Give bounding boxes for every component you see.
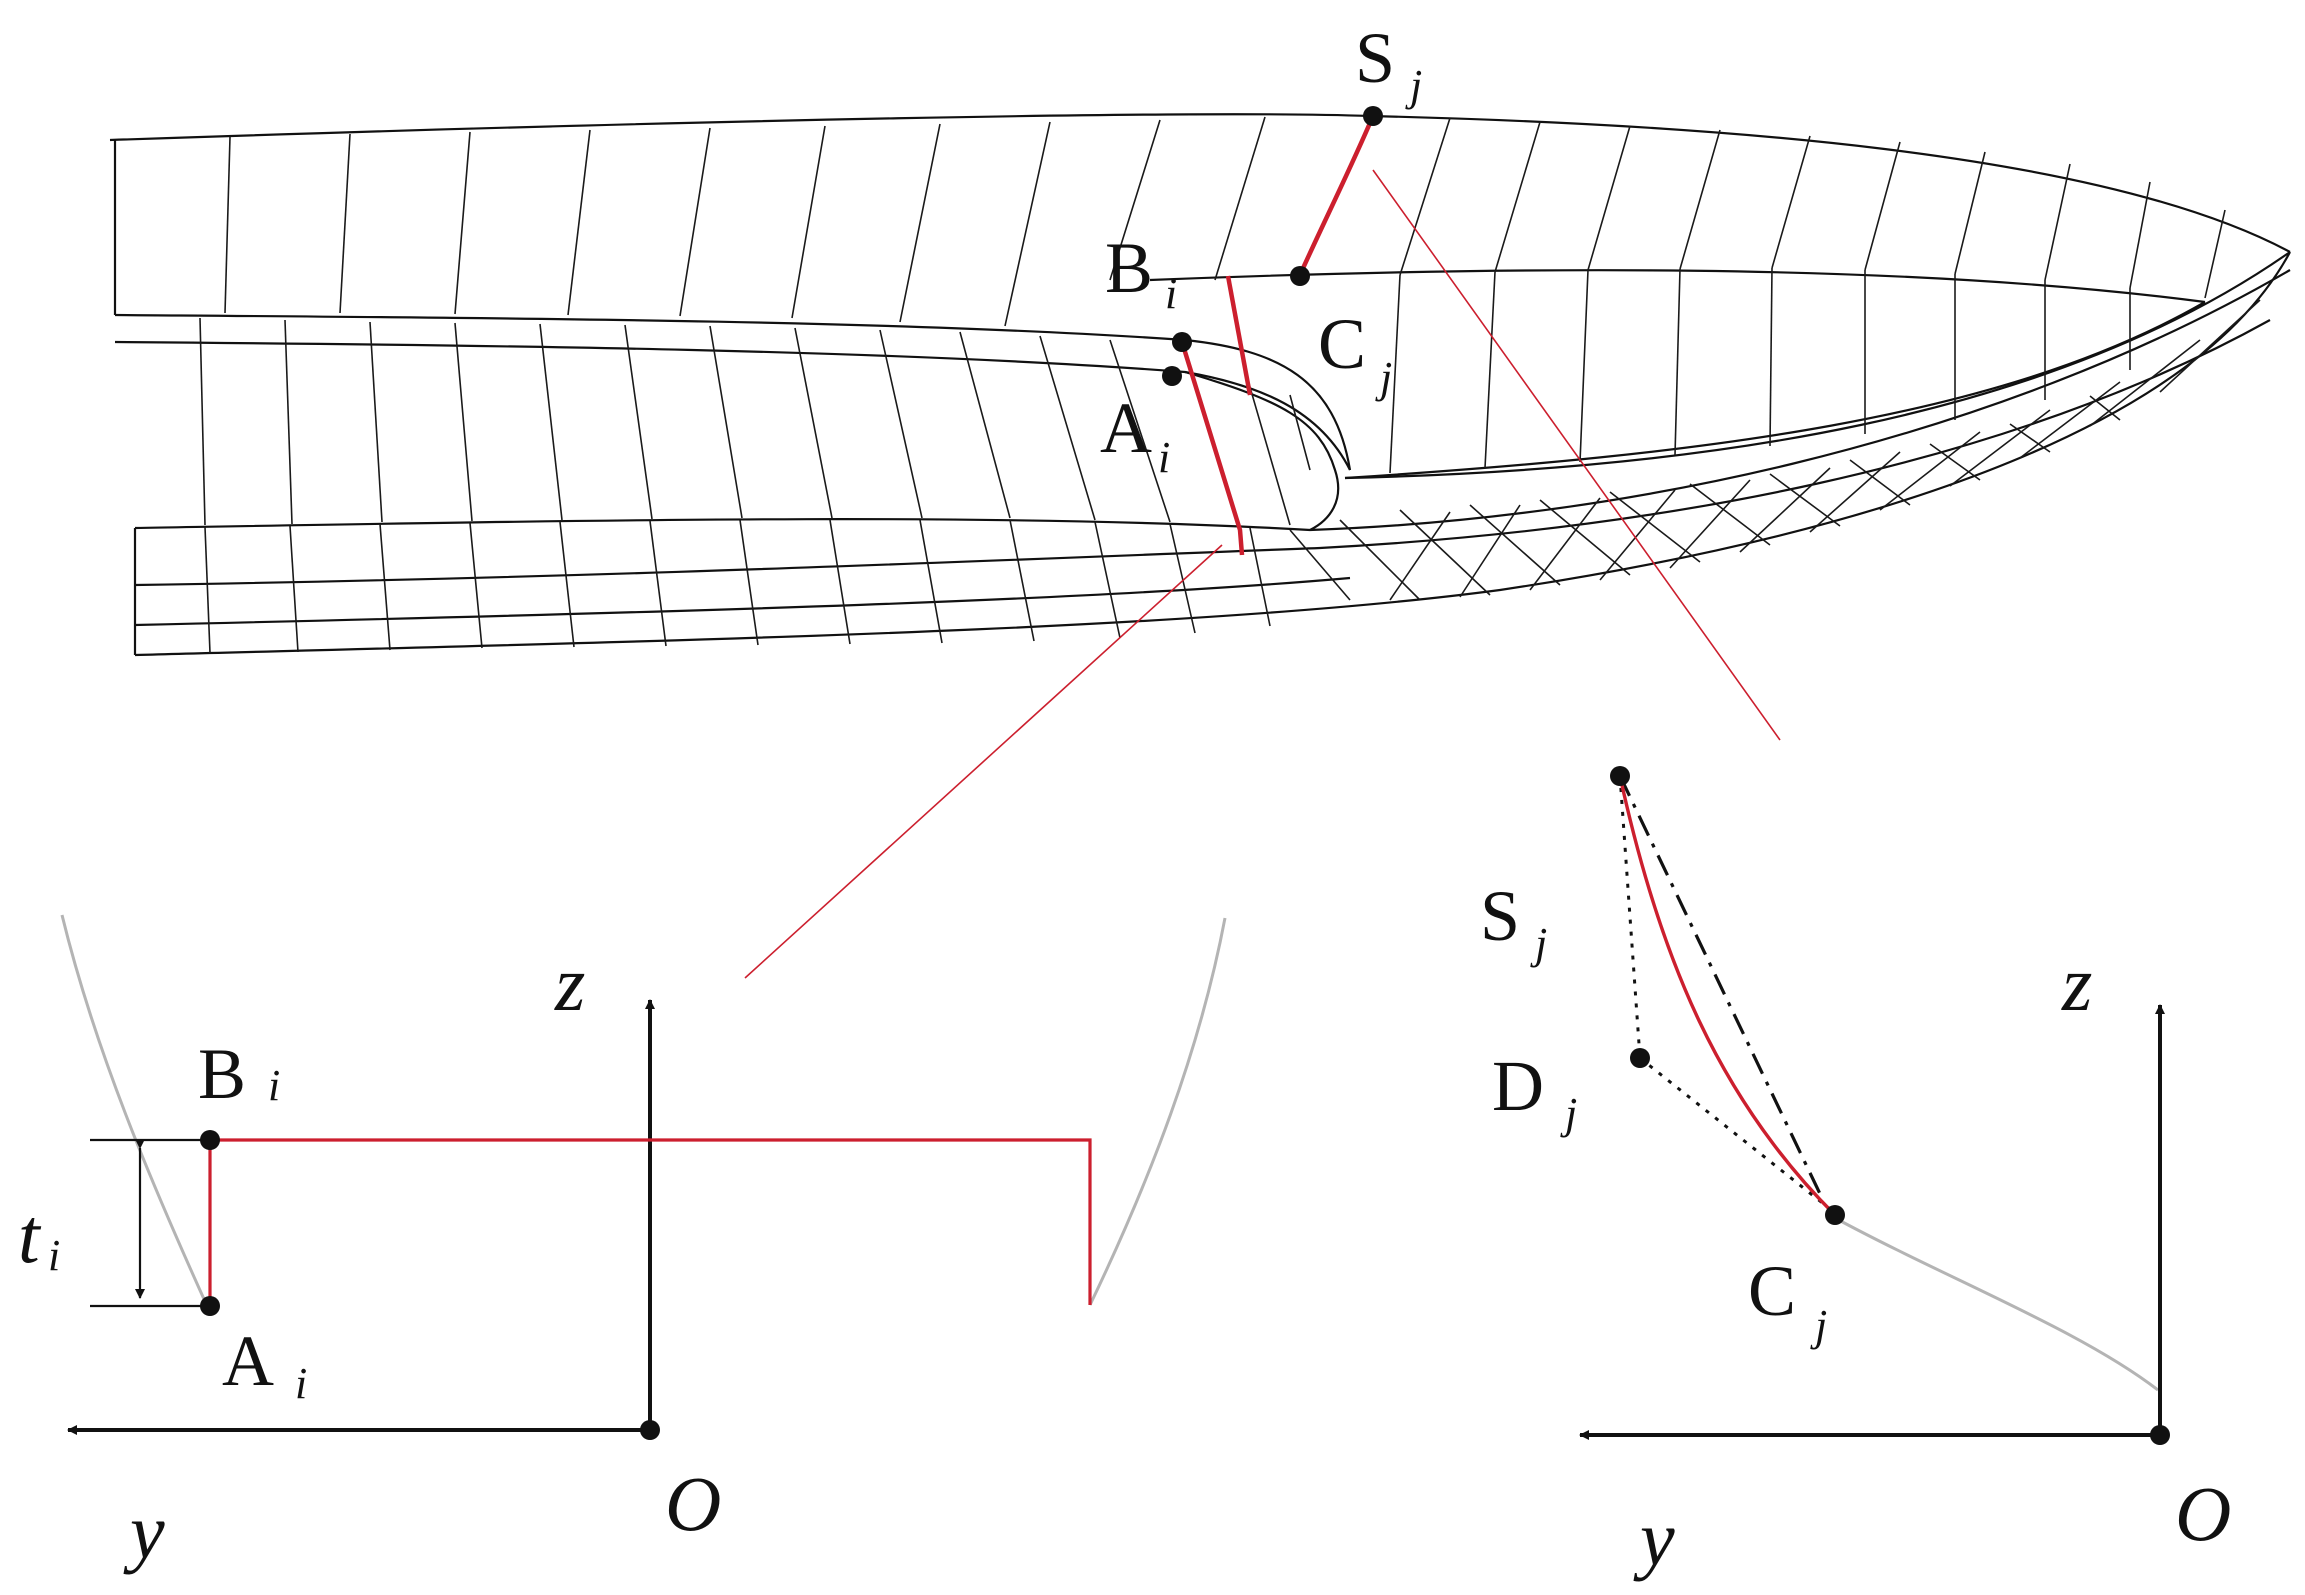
left-detail-section: z y O B i A i t i (18, 914, 1227, 1575)
hull-label-s: S (1355, 18, 1395, 98)
hull-keel-band-mid (134, 319, 2271, 587)
leader-line-right (1372, 169, 1781, 741)
right-point-cj (1825, 1205, 1845, 1225)
right-gray-curve (1834, 1216, 2159, 1392)
hull-point-sj (1363, 106, 1383, 126)
right-label-c: C (1748, 1251, 1796, 1331)
left-label-a-sub: i (295, 1359, 307, 1408)
hull-section-bi-ai (1179, 341, 1245, 556)
right-label-d-sub: j (1560, 1089, 1577, 1138)
hull-stations-keel (204, 519, 1271, 654)
right-label-s: S (1480, 876, 1520, 956)
leader-line-left (744, 544, 1223, 979)
right-point-dj (1630, 1048, 1650, 1068)
right-dashdot-sj-cj (1618, 775, 1824, 1199)
hull-bottom (134, 251, 2291, 657)
hull-label-a-sub: i (1158, 433, 1170, 482)
hull-label-a: A (1100, 388, 1152, 468)
hull-label-s-sub: j (1405, 61, 1422, 110)
left-red-profile (208, 1138, 1092, 1306)
hull-point-ai (1162, 366, 1182, 386)
left-point-bi (200, 1130, 220, 1150)
hull-label-b: B (1105, 228, 1153, 308)
left-label-t-sub: i (48, 1231, 60, 1280)
hull-stations-bow (1389, 267, 2131, 474)
right-origin-dot (2150, 1425, 2170, 1445)
right-label-o: O (2175, 1470, 2231, 1557)
hull-tunnel-curve (1184, 370, 1340, 531)
left-label-a: A (222, 1321, 274, 1401)
hull-chine-mid2 (1344, 251, 2291, 480)
left-label-y: y (123, 1488, 165, 1575)
hull-point-bi (1172, 332, 1192, 352)
right-detail-section: z y O S j D j C j (1480, 766, 2231, 1582)
left-label-o: O (665, 1460, 721, 1547)
hull-keel-line (134, 576, 1351, 627)
right-label-y: y (1633, 1495, 1675, 1582)
left-origin-dot (640, 1420, 660, 1440)
hull-section-sj-cj (1297, 115, 1376, 276)
left-gray-curve-right (1088, 917, 1227, 1306)
hull-label-c-sub: j (1375, 353, 1392, 402)
left-label-z: z (554, 940, 585, 1027)
hull-point-cj (1290, 266, 1310, 286)
hull-stations-topside (224, 116, 2226, 327)
hull-sheer-line (109, 113, 2291, 253)
hull-tunnel-top (114, 313, 1352, 471)
hull-label-b-sub: i (1165, 269, 1177, 318)
hull-tunnel-second (114, 340, 1351, 471)
left-label-b: B (198, 1034, 246, 1114)
hull-wireframe: S j B i C j A i (109, 18, 2291, 657)
hull-bottom-net (1289, 299, 2261, 601)
right-point-sj (1610, 766, 1630, 786)
left-point-ai (200, 1296, 220, 1316)
right-label-c-sub: j (1810, 1301, 1827, 1350)
right-label-d: D (1492, 1046, 1544, 1126)
right-red-curve (1618, 775, 1837, 1217)
left-label-b-sub: i (268, 1061, 280, 1110)
right-dotted-dj-cj (1639, 1056, 1836, 1215)
right-label-z: z (2061, 940, 2092, 1027)
left-gray-curve-left (60, 914, 210, 1309)
left-label-t: t (18, 1192, 42, 1279)
right-label-s-sub: j (1530, 919, 1547, 968)
hull-chine-mid (1344, 301, 2206, 480)
hull-label-c: C (1318, 304, 1366, 384)
hull-stations-tunnel (199, 317, 1311, 526)
hull-keel-band-top (134, 269, 2291, 532)
hull-section-small (1225, 275, 1253, 396)
